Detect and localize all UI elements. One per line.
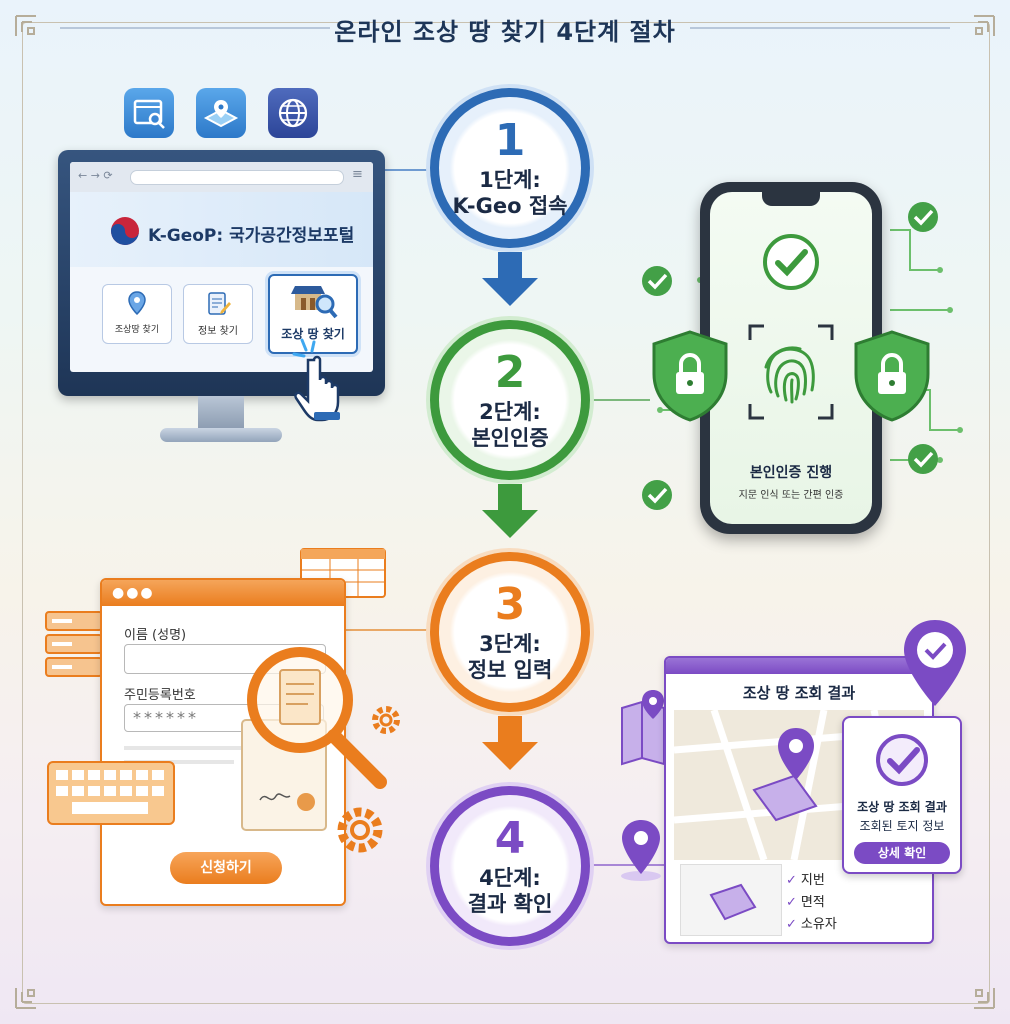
check-circle-icon: [876, 734, 928, 786]
monitor-neck: [198, 396, 244, 430]
placeholder-line: [124, 760, 234, 764]
keyboard-icon: [47, 761, 175, 825]
checklist-item: ✓소유자: [786, 917, 837, 932]
down-arrow-icon: [482, 252, 538, 306]
gear-icon: [337, 807, 383, 853]
window-dots-icon: ●●●: [112, 585, 155, 601]
corner-ornament-icon: [15, 988, 36, 1009]
step-4-circle: 4 4단계: 결과 확인: [430, 786, 590, 946]
nav-arrows-icon[interactable]: ← → ⟳: [78, 169, 113, 182]
map-pin-icon: [128, 291, 146, 316]
auth-status-sub: 지문 인식 또는 간편 인증: [738, 490, 844, 501]
title-divider: [60, 27, 330, 29]
title-divider: [690, 27, 950, 29]
tile-label: 정보 찾기: [198, 326, 238, 337]
globe-icon: [268, 88, 318, 138]
check-badge-icon: [642, 266, 672, 296]
step-2-circle: 2 2단계: 본인인증: [430, 320, 590, 480]
step-label-line2: 정보 입력: [467, 658, 553, 683]
tile-label: 조상땅 찾기: [114, 325, 160, 335]
smartphone: 본인인증 진행 지문 인식 또는 간편 인증: [700, 182, 882, 534]
taegeuk-logo-icon: [111, 217, 139, 245]
monitor: ← → ⟳ ≡ K-GeoP: 국가공간정보포털 조상땅 찾기 정보 찾기 조상…: [58, 150, 385, 396]
result-popup: 조상 땅 조회 결과 조회된 토지 정보 상세 확인: [842, 716, 962, 874]
window-titlebar: ●●●: [102, 580, 344, 606]
check-pin-icon: [904, 620, 966, 706]
phone-screen: 본인인증 진행 지문 인식 또는 간편 인증: [710, 192, 872, 524]
location-pin-icon: [778, 728, 814, 780]
step-label-line1: 3단계:: [479, 632, 541, 656]
check-mark-icon: ✓: [786, 917, 797, 932]
step-1-circle: 1 1단계: K-Geo 접속: [430, 88, 590, 248]
checklist-item: ✓지번: [786, 873, 825, 888]
result-checklist: ✓지번 ✓면적 ✓소유자: [786, 866, 837, 935]
info-search-tile[interactable]: 정보 찾기: [183, 284, 253, 344]
step-label-line2: 결과 확인: [467, 892, 553, 917]
check-badge-icon: [908, 202, 938, 232]
parcel-thumbnail: [680, 864, 782, 936]
gear-icon: [372, 706, 400, 734]
check-mark-icon: ✓: [786, 873, 797, 888]
phone-notch: [762, 192, 820, 206]
service-icons-row: [124, 88, 324, 138]
check-mark-icon: ✓: [786, 895, 797, 910]
step-label-line2: K-Geo 접속: [452, 194, 568, 219]
fingerprint-icon: [748, 324, 834, 420]
step-number: 3: [494, 579, 526, 630]
placeholder-line: [124, 746, 254, 750]
result-header: 조상 땅 조회 결과: [742, 684, 856, 702]
portal-banner: K-GeoP: 국가공간정보포털: [70, 192, 373, 267]
server-stack-icon: [45, 611, 103, 677]
page-title: 온라인 조상 땅 찾기 4단계 절차: [334, 18, 676, 46]
check-badge-icon: [908, 444, 938, 474]
step-label-line1: 1단계:: [479, 168, 541, 192]
name-label: 이름 (성명): [124, 628, 187, 643]
menu-icon[interactable]: ≡: [352, 167, 363, 182]
popup-subtitle: 조회된 토지 정보: [859, 819, 945, 833]
check-badge-icon: [642, 480, 672, 510]
step-number: 1: [494, 115, 526, 166]
submit-button[interactable]: 신청하기: [170, 852, 282, 884]
monitor-stand: [160, 428, 282, 442]
step-number: 4: [494, 813, 526, 864]
hanok-search-icon: [291, 286, 338, 319]
tile-label: 조상 땅 찾기: [281, 327, 345, 341]
detail-button[interactable]: 상세 확인: [854, 842, 950, 864]
step-label-line1: 4단계:: [479, 866, 541, 890]
auth-status-title: 본인인증 진행: [749, 465, 833, 481]
address-bar[interactable]: [130, 170, 344, 185]
document-edit-icon: [208, 292, 231, 315]
security-shield-icon: [854, 330, 930, 422]
corner-ornament-icon: [15, 15, 36, 36]
document-magnifier-icon: [241, 647, 387, 831]
step-3-circle: 3 3단계: 정보 입력: [430, 552, 590, 712]
ancestor-land-tile[interactable]: 조상땅 찾기: [102, 284, 172, 344]
ancestor-land-search-button[interactable]: 조상 땅 찾기: [268, 274, 358, 354]
browser-window: ← → ⟳ ≡ K-GeoP: 국가공간정보포털 조상땅 찾기 정보 찾기 조상…: [70, 162, 373, 372]
corner-ornament-icon: [974, 15, 995, 36]
window-titlebar: [666, 658, 932, 674]
checklist-item: ✓면적: [786, 895, 825, 910]
location-pin-icon: [621, 820, 661, 881]
step-label-line2: 본인인증: [471, 426, 549, 451]
click-hand-icon: [292, 338, 340, 422]
browser-toolbar: ← → ⟳ ≡: [70, 162, 373, 193]
popup-title: 조상 땅 조회 결과: [857, 800, 947, 814]
step-label-line1: 2단계:: [479, 400, 541, 424]
decorative-frame: [22, 22, 990, 1004]
step-number: 2: [494, 347, 526, 398]
check-circle-icon: [763, 234, 819, 290]
portal-title: K-GeoP: 국가공간정보포털: [148, 226, 355, 246]
map-icon: [196, 88, 246, 138]
id-number-label: 주민등록번호: [124, 688, 196, 703]
down-arrow-icon: [482, 484, 538, 538]
browser-search-icon: [124, 88, 174, 138]
corner-ornament-icon: [974, 988, 995, 1009]
security-shield-icon: [652, 330, 728, 422]
down-arrow-icon: [482, 716, 538, 770]
